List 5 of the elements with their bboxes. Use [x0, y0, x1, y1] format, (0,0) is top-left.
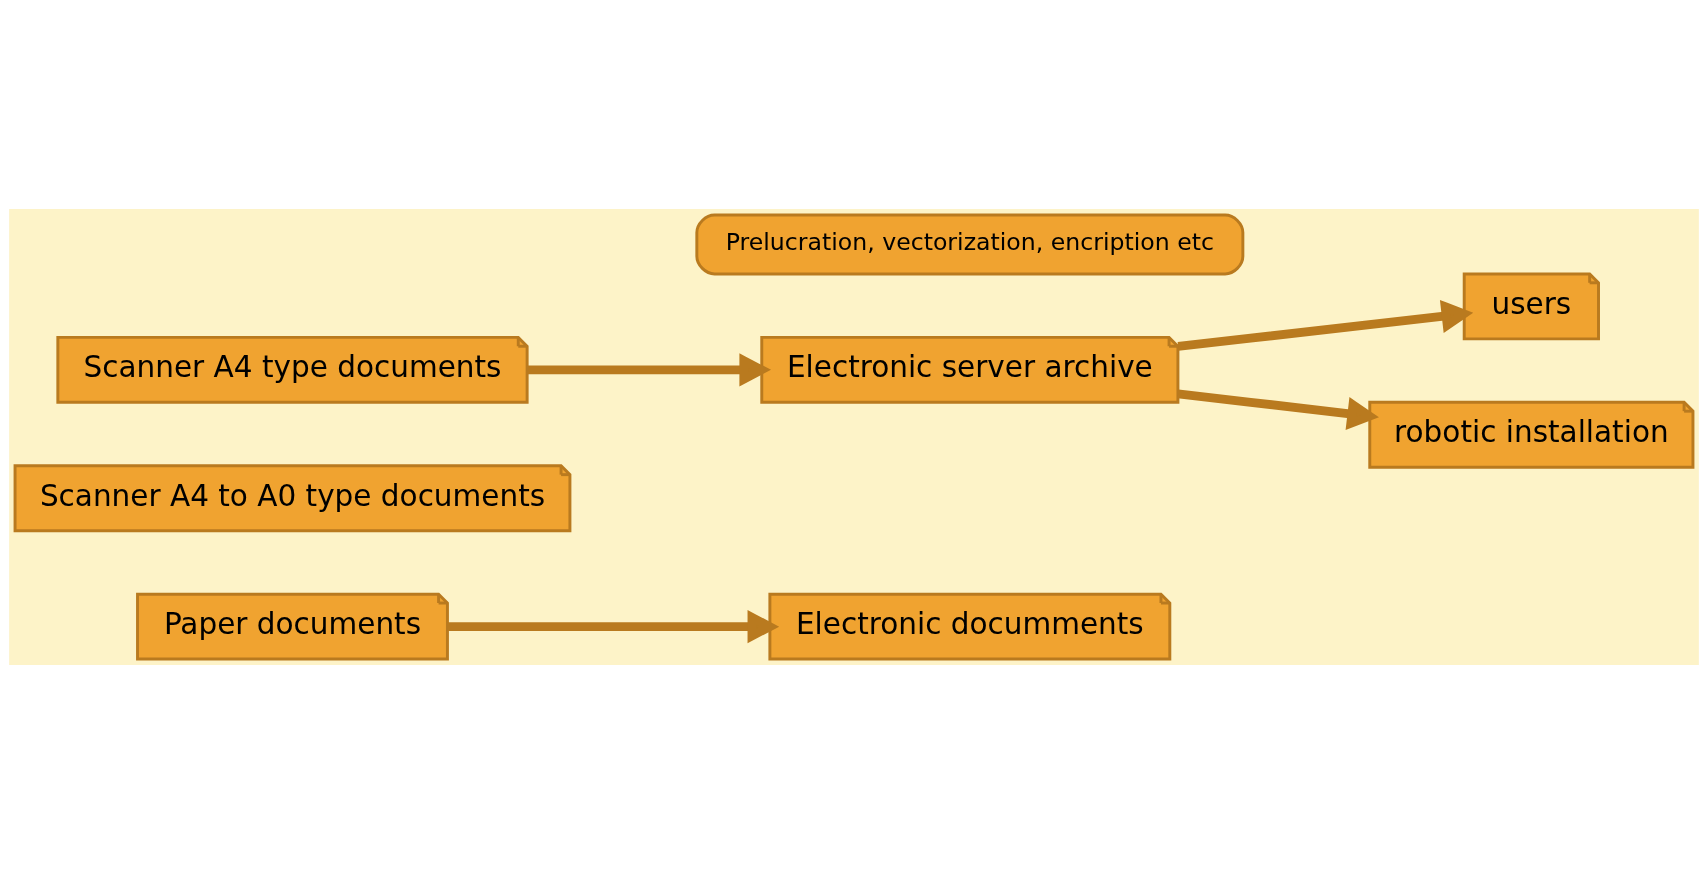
node-box: Prelucration, vectorization, encription etc: [695, 213, 1245, 276]
arrow: [1177, 389, 1379, 431]
arrow: [527, 353, 772, 387]
arrow: [447, 610, 780, 644]
arrow: [1177, 299, 1474, 351]
